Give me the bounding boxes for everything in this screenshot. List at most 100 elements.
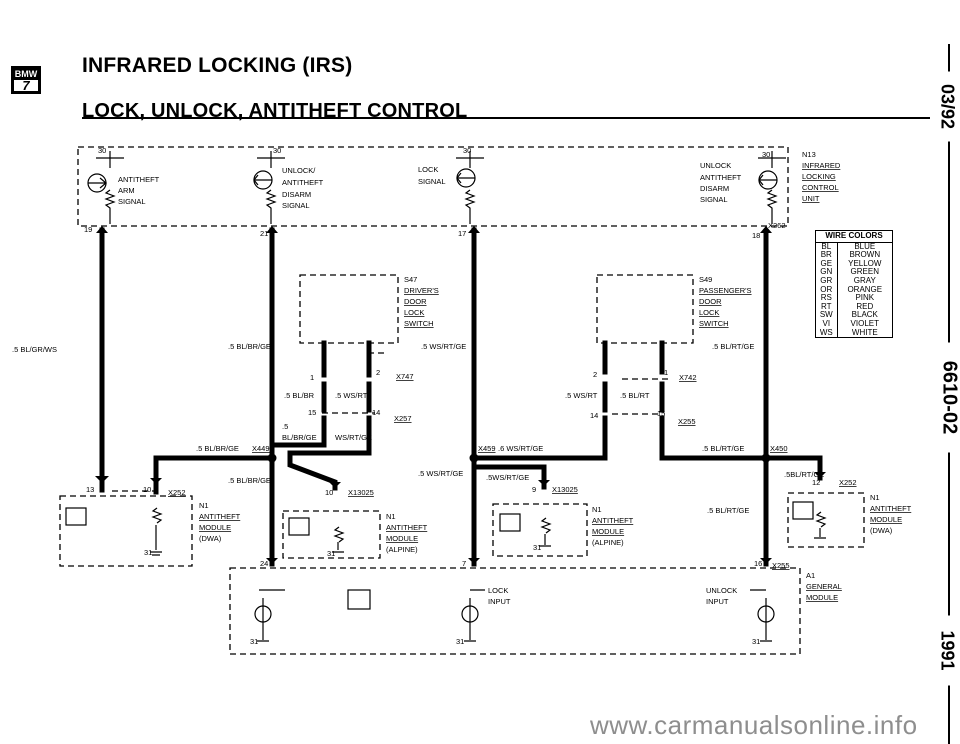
pin-18: 18 [752,231,760,240]
pin-9: 9 [532,485,536,494]
pin-31-e: 31 [456,637,464,646]
conn-x252-left: X252 [168,488,186,497]
pin-31-c: 31 [533,543,541,552]
n1m-2: ANTITHEFT [592,516,634,525]
wire-label-bl-br-ge-2: .5 BL/BR/GE [196,444,239,453]
sig-unl-arm-3: DISARM [700,184,729,193]
sig-unlock-2: ANTITHEFT [282,178,324,187]
sig-unlock-3: DISARM [282,190,311,199]
conn-x450: X450 [770,444,788,453]
pin-30-a: 30 [98,146,106,155]
wire-color-name: ORANGE [836,285,894,295]
wire-color-name: BLACK [836,311,894,320]
pin-31-f: 31 [752,637,760,646]
s47-1: S47 [404,275,417,284]
s47-switch-box [299,274,399,344]
pin-13: 13 [86,485,94,494]
conn-x252-right: X252 [839,478,857,487]
wire-label-bl-rt-ge-2: .5 BL/RT/GE [702,444,744,453]
a1-general-module-box [229,567,801,655]
pin-16: 16 [754,559,762,568]
sig-unlock-1: UNLOCK/ [282,166,316,175]
page-subtitle: LOCK, UNLOCK, ANTITHEFT CONTROL [82,100,468,122]
wire-label-ws-rt-2: .5 WS/RT [565,391,598,400]
pin-14-a: 14 [372,408,380,417]
conn-x255: X255 [678,417,696,426]
wire-color-name: BLUE [836,242,894,252]
title-rule [82,117,930,119]
n1-alpine-mid-box [492,503,588,557]
pin-10-b: 10 [325,488,333,497]
n1l-1: N1 [199,501,209,510]
wire-color-name: VIOLET [836,319,894,329]
s49-switch-box [596,274,694,344]
n1l-4: (DWA) [199,534,222,543]
unlock-input-2: INPUT [706,597,729,606]
conn-x747: X747 [396,372,414,381]
pin-15-a: 15 [308,408,316,417]
badge-model: 7 [22,78,30,93]
sig-unl-arm-2: ANTITHEFT [700,173,742,182]
wire-label-bl-br-ge-3: .5 BL/BR/GE [228,476,271,485]
s47-3: DOOR [404,297,427,306]
pin-31-a: 31 [144,548,152,557]
pin-31-b: 31 [327,549,335,558]
badge-brand: BMW [14,69,38,80]
wire-label-bl-rt-ge-3: .5BL/RT/GE [784,470,824,479]
pin-10-a: 10 [143,485,151,494]
wire-label-ws-rt-ge-x459: .6 WS/RT/GE [498,444,543,453]
n1l-2: ANTITHEFT [199,512,241,521]
s49-5: SWITCH [699,319,729,328]
s47-5: SWITCH [404,319,434,328]
a1-3: MODULE [806,593,838,602]
lock-input-1: LOCK [488,586,508,595]
pin-30-c: 30 [463,146,471,155]
pin-2-a: 2 [376,368,380,377]
wire-label-bl-br: .5 BL/BR [284,391,315,400]
wire-label-ws-rt-ge: .5 WS/RT/GE [421,342,466,351]
wire-label-bl-rt-ge-4: .5 BL/RT/GE [707,506,749,515]
conn-x255-bottom: X255 [772,561,790,570]
n1a-3: MODULE [386,534,418,543]
n13-4: CONTROL [802,183,839,192]
n1-dwa-left-box [59,495,193,567]
wire-label-bl-br-ge: .5 BL/BR/GE [228,342,271,351]
wire-label-bl-rt: .5 BL/RT [620,391,650,400]
wire-color-name: GRAY [836,276,894,286]
pin-31-d: 31 [250,637,258,646]
n1m-1: N1 [592,505,602,514]
wire-label-ws-rt-ge-3: .5WS/RT/GE [486,473,529,482]
pin-15-b: 15 [657,409,665,418]
wire-color-name: RED [836,302,894,312]
conn-x13025-left: X13025 [348,488,374,497]
n1a-4: (ALPINE) [386,545,418,554]
bmw-badge-logo: BMW 7 [11,66,41,94]
n1-alpine-left-box [282,510,381,559]
conn-x449: X449 [252,444,270,453]
n13-5: UNIT [802,194,820,203]
pin-19: 19 [84,225,92,234]
n13-control-unit-box [77,146,789,227]
pin-1-b: 1 [664,368,668,377]
s49-4: LOCK [699,308,719,317]
s49-1: S49 [699,275,712,284]
unlock-input-1: UNLOCK [706,586,737,595]
wire-color-name: GREEN [836,268,894,277]
wire-color-name: PINK [836,294,894,303]
pin-17: 17 [458,229,466,238]
connector-dash-lines [112,352,668,492]
s49-3: DOOR [699,297,722,306]
n1r-1: N1 [870,493,880,502]
n1m-4: (ALPINE) [592,538,624,547]
wire-label-ws-rt-ge-2: .5 WS/RT/GE [418,469,463,478]
sig-arm-3: SIGNAL [118,197,146,206]
wire-label-ws-rt-1: .5 WS/RT [335,391,368,400]
n1l-3: MODULE [199,523,231,532]
